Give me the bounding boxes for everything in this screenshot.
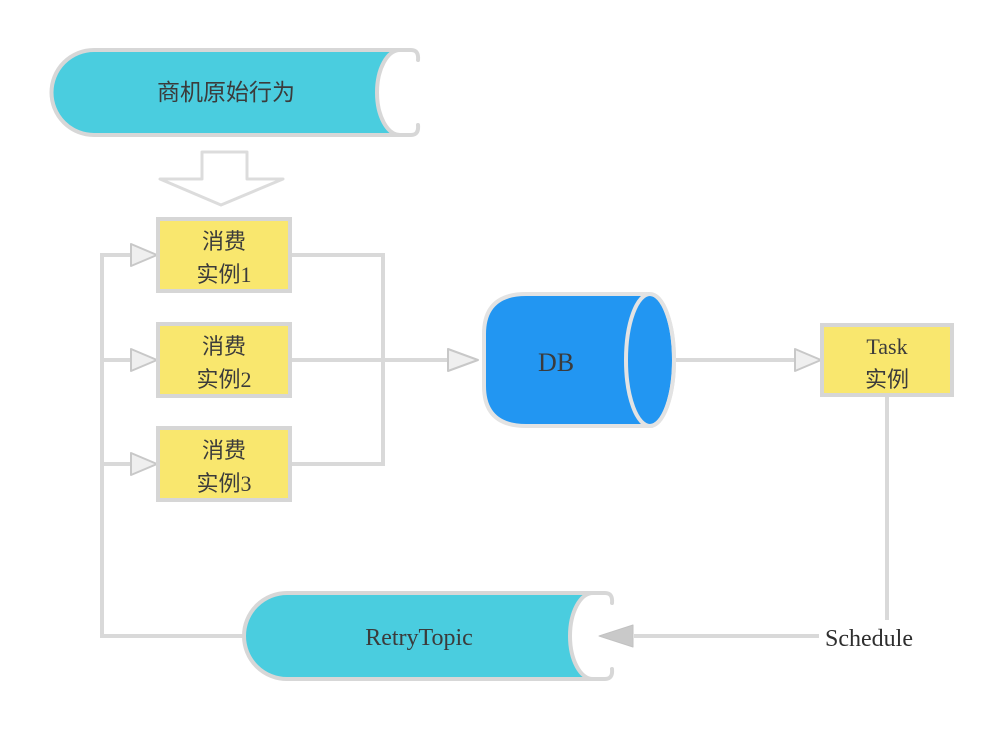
retry-topic-body — [242, 591, 594, 681]
source-topic-rim-bottom — [398, 123, 421, 137]
db-cylinder-cap — [624, 292, 676, 428]
db-node: DB — [482, 292, 676, 428]
retry-topic-label: RetryTopic — [365, 625, 473, 651]
connector-retry-to-consumer1 — [100, 253, 244, 638]
task-box-rect — [820, 323, 954, 397]
consumer-box-1-rect — [156, 217, 292, 293]
retry-topic-rim-bottom — [591, 667, 615, 681]
consumer-box-1: 消费 实例1 — [156, 217, 292, 293]
arrowhead-into-consumer3 — [130, 452, 158, 476]
consumer-box-3: 消费 实例3 — [156, 426, 292, 502]
db-label: DB — [538, 348, 574, 377]
consumer-box-3-line1: 消费 — [202, 438, 246, 463]
consumer-box-2-line1: 消费 — [202, 334, 246, 359]
consumer-box-2: 消费 实例2 — [156, 322, 292, 398]
arrowhead-into-retrytopic — [598, 624, 634, 648]
retry-topic-rim-top — [591, 591, 615, 605]
consumer-box-2-rect — [156, 322, 292, 398]
consumer-box-3-line2: 实例3 — [196, 471, 251, 496]
db-cylinder-body — [482, 292, 676, 428]
task-box-line1: Task — [866, 334, 907, 359]
source-topic-rim-top — [398, 48, 421, 62]
source-topic-body — [49, 48, 401, 137]
schedule-label: Schedule — [819, 620, 919, 653]
consumer-box-3-rect — [156, 426, 292, 502]
task-box-line2: 实例 — [865, 367, 909, 392]
arrowhead-into-db — [447, 348, 479, 372]
arrowhead-into-consumer1 — [130, 243, 158, 267]
connector-task-to-retry — [634, 395, 889, 638]
arrowhead-into-consumer2 — [130, 348, 158, 372]
source-topic-node: 商机原始行为 — [49, 48, 421, 137]
schedule-label-text: Schedule — [825, 626, 913, 652]
source-topic-label: 商机原始行为 — [157, 80, 295, 105]
down-block-arrow-icon — [158, 150, 285, 207]
retry-topic-node: RetryTopic — [242, 591, 615, 681]
consumer-box-1-line2: 实例1 — [196, 262, 251, 287]
task-box: Task 实例 — [820, 323, 954, 397]
schedule-label-bg — [819, 620, 919, 653]
arrowhead-into-task — [794, 348, 822, 372]
consumer-box-1-line1: 消费 — [202, 229, 246, 254]
consumer-box-2-line2: 实例2 — [196, 367, 251, 392]
